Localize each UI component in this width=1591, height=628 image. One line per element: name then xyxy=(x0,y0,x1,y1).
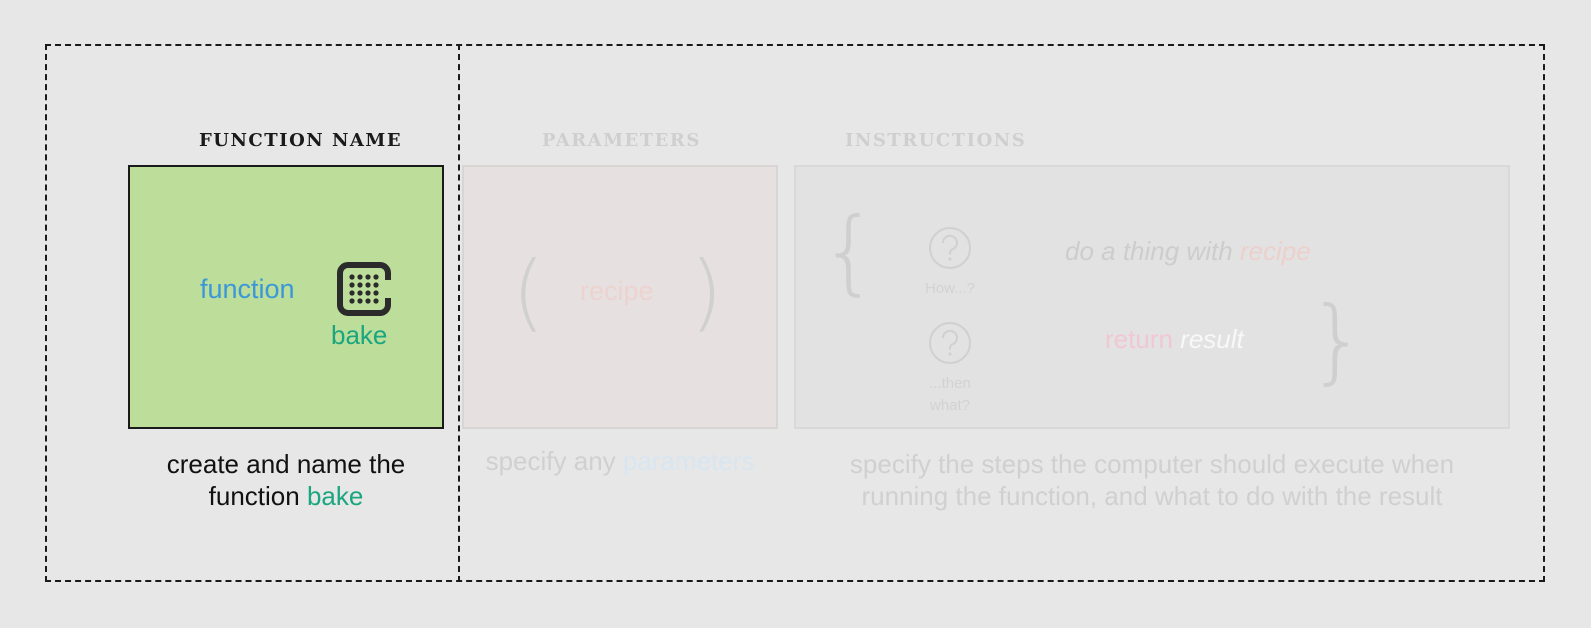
caption-highlight-parameters: parameters xyxy=(622,446,755,476)
function-name-bake: bake xyxy=(331,320,388,350)
open-brace: { xyxy=(820,198,879,305)
open-paren: ( xyxy=(512,243,545,341)
label-parameters: PARAMETERS xyxy=(542,130,701,151)
caption-text: function xyxy=(208,481,307,511)
caption-line: specify the steps the computer should ex… xyxy=(849,449,1455,479)
function-name-caption: create and name the function bake xyxy=(128,448,444,512)
label-function-name: FUNCTION NAME xyxy=(199,130,403,151)
instruction-step-2: return result xyxy=(1105,324,1244,355)
caption-line: ...then xyxy=(929,375,971,392)
return-keyword: return xyxy=(1105,324,1181,354)
function-name-box xyxy=(128,165,444,429)
step-param-recipe: recipe xyxy=(1239,236,1311,266)
close-brace: } xyxy=(1308,287,1367,394)
question-icon xyxy=(928,226,972,270)
oven-icon xyxy=(337,262,391,316)
instructions-caption: specify the steps the computer should ex… xyxy=(794,448,1510,512)
caption-highlight-bake: bake xyxy=(306,481,364,511)
return-value: result xyxy=(1180,324,1244,354)
instruction-step-1: do a thing with recipe xyxy=(1065,236,1311,267)
caption-line: create and name the xyxy=(166,449,406,479)
caption-text: specify any xyxy=(485,446,623,476)
caption-line: function bake xyxy=(128,480,444,512)
label-instructions: INSTRUCTIONS xyxy=(845,130,1027,151)
diagram-outline xyxy=(45,44,1545,582)
parameter-recipe: recipe xyxy=(580,276,654,306)
close-paren: ) xyxy=(690,243,723,341)
question-caption-then-what: ...then what? xyxy=(918,373,982,417)
focus-divider xyxy=(458,44,460,582)
parameters-caption: specify any parameters xyxy=(462,446,778,477)
caption-line: what? xyxy=(929,397,971,414)
question-caption-how: How...? xyxy=(924,280,976,297)
function-keyword: function xyxy=(200,274,295,304)
caption-line: running the function, and what to do wit… xyxy=(861,481,1443,511)
step-text: do a thing with xyxy=(1065,236,1240,266)
instructions-box xyxy=(794,165,1510,429)
parameters-box xyxy=(462,165,778,429)
question-icon xyxy=(928,321,972,365)
